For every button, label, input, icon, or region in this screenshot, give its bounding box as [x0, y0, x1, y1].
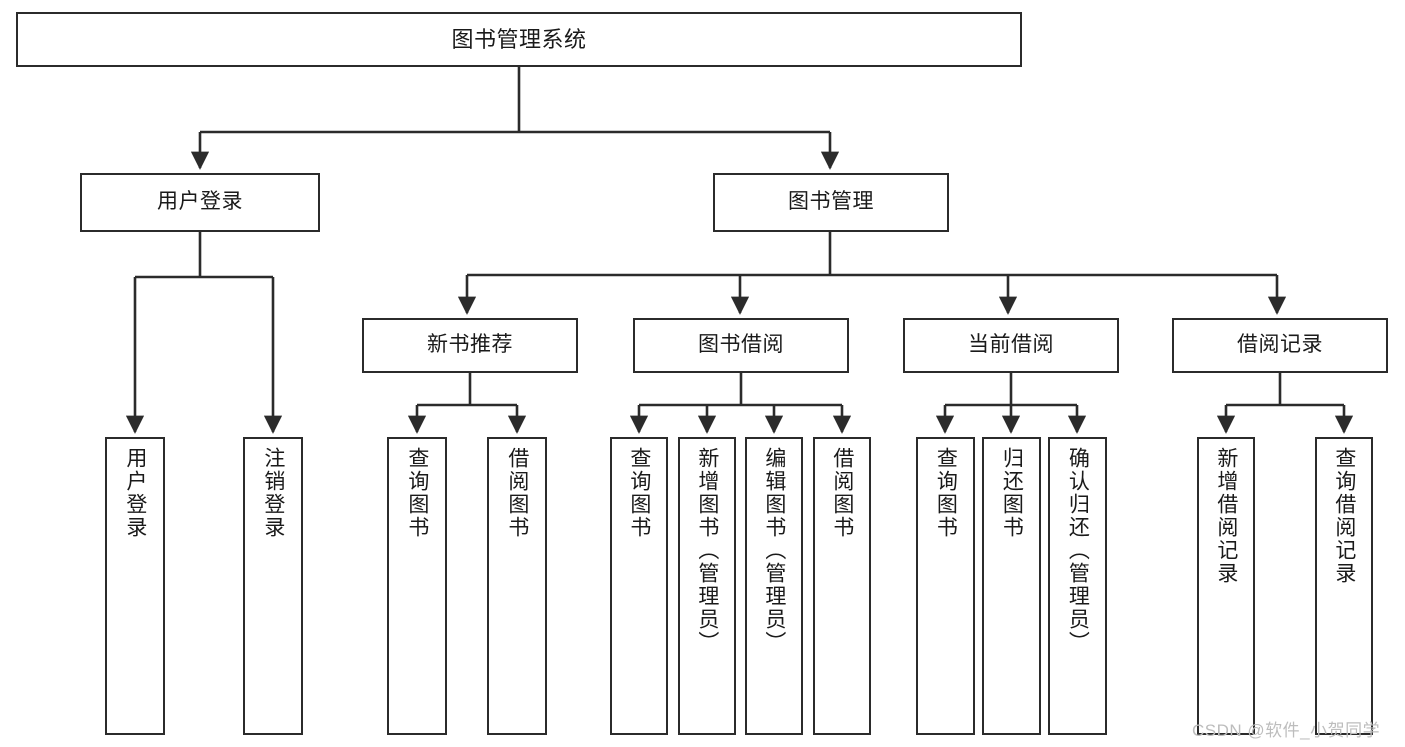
node-book-management-label: 图书管理	[788, 190, 874, 214]
node-leaf-borrow-book-recommend-label: 借阅图书	[505, 447, 529, 539]
node-leaf-borrow-book[interactable]: 借阅图书	[813, 437, 871, 735]
node-leaf-user-login[interactable]: 用户登录	[105, 437, 165, 735]
node-leaf-edit-book-admin[interactable]: 编辑图书（管理员）	[745, 437, 803, 735]
node-leaf-add-borrow-record-label: 新增借阅记录	[1214, 447, 1238, 585]
node-book-borrow-label: 图书借阅	[698, 333, 784, 357]
node-leaf-borrow-book-recommend[interactable]: 借阅图书	[487, 437, 547, 735]
node-new-book-recommend[interactable]: 新书推荐	[362, 318, 578, 373]
node-leaf-add-book-admin-label: 新增图书（管理员）	[695, 447, 719, 654]
node-leaf-query-book-recommend-label: 查询图书	[405, 447, 429, 539]
node-leaf-borrow-book-label: 借阅图书	[830, 447, 854, 539]
node-leaf-user-login-label: 用户登录	[123, 447, 147, 539]
node-leaf-query-book-current[interactable]: 查询图书	[916, 437, 975, 735]
node-root-label: 图书管理系统	[451, 26, 587, 52]
node-leaf-query-book-borrow[interactable]: 查询图书	[610, 437, 668, 735]
node-leaf-query-book-recommend[interactable]: 查询图书	[387, 437, 447, 735]
node-leaf-user-logout-label: 注销登录	[261, 447, 285, 539]
node-leaf-edit-book-admin-label: 编辑图书（管理员）	[762, 447, 786, 654]
node-leaf-add-borrow-record[interactable]: 新增借阅记录	[1197, 437, 1255, 735]
node-book-borrow[interactable]: 图书借阅	[633, 318, 849, 373]
node-current-borrow[interactable]: 当前借阅	[903, 318, 1119, 373]
node-leaf-add-book-admin[interactable]: 新增图书（管理员）	[678, 437, 736, 735]
node-leaf-confirm-return-admin[interactable]: 确认归还（管理员）	[1048, 437, 1107, 735]
node-root[interactable]: 图书管理系统	[16, 12, 1022, 67]
node-user-login[interactable]: 用户登录	[80, 173, 320, 232]
node-borrow-record[interactable]: 借阅记录	[1172, 318, 1388, 373]
node-leaf-confirm-return-admin-label: 确认归还（管理员）	[1066, 447, 1090, 654]
node-leaf-query-book-borrow-label: 查询图书	[627, 447, 651, 539]
node-leaf-return-book[interactable]: 归还图书	[982, 437, 1041, 735]
node-leaf-query-borrow-record-label: 查询借阅记录	[1332, 447, 1356, 585]
node-borrow-record-label: 借阅记录	[1237, 333, 1323, 357]
node-book-management[interactable]: 图书管理	[713, 173, 949, 232]
node-leaf-query-book-current-label: 查询图书	[934, 447, 958, 539]
node-leaf-query-borrow-record[interactable]: 查询借阅记录	[1315, 437, 1373, 735]
node-leaf-user-logout[interactable]: 注销登录	[243, 437, 303, 735]
node-new-book-recommend-label: 新书推荐	[427, 333, 513, 357]
node-user-login-label: 用户登录	[157, 190, 243, 214]
node-leaf-return-book-label: 归还图书	[1000, 447, 1024, 539]
csdn-watermark: CSDN @软件_小贺同学	[1192, 721, 1381, 740]
node-current-borrow-label: 当前借阅	[968, 333, 1054, 357]
